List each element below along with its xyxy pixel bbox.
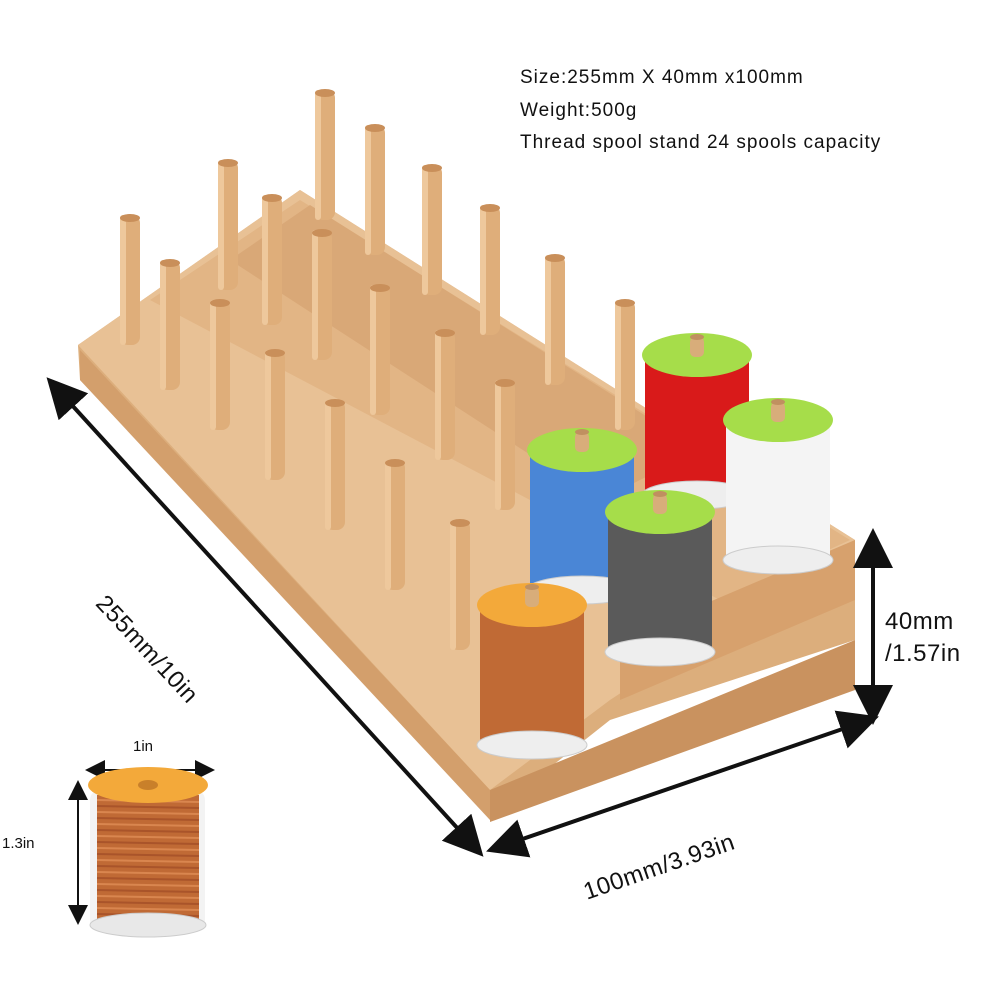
wire-winding bbox=[96, 895, 200, 899]
peg-tip bbox=[771, 402, 785, 422]
wire-winding bbox=[96, 877, 200, 881]
wire-winding bbox=[96, 811, 200, 815]
step-tier-2 bbox=[230, 205, 700, 500]
dowel-peg bbox=[210, 299, 230, 430]
peg-tip bbox=[653, 494, 667, 514]
weight-spec: Weight:500g bbox=[520, 100, 638, 121]
spool-diameter-label: 1in bbox=[133, 738, 154, 755]
wire-winding bbox=[96, 901, 200, 905]
dowel-peg bbox=[365, 124, 385, 255]
dowel-peg bbox=[160, 259, 180, 390]
dowel-peg bbox=[545, 254, 565, 385]
wire-winding bbox=[96, 907, 200, 911]
dowel-peg bbox=[370, 284, 390, 415]
wire-winding bbox=[96, 823, 200, 827]
width-arrow bbox=[486, 710, 879, 858]
dowel-peg bbox=[325, 399, 345, 530]
wire-winding bbox=[96, 817, 200, 821]
dowel-peg bbox=[495, 379, 515, 510]
dowel-peg bbox=[422, 164, 442, 295]
wire-winding bbox=[96, 889, 200, 893]
wire-winding bbox=[96, 859, 200, 863]
wire-winding bbox=[96, 865, 200, 869]
peg-tip bbox=[575, 432, 589, 452]
dowel-peg bbox=[218, 159, 238, 290]
dowel-peg bbox=[265, 349, 285, 480]
dimension-arrows bbox=[46, 377, 893, 925]
dowel-peg bbox=[480, 204, 500, 335]
length-arrow bbox=[46, 377, 484, 857]
white-thread-spool bbox=[722, 398, 834, 575]
gray-thread-spool bbox=[604, 490, 716, 667]
dowel-peg bbox=[615, 299, 635, 430]
wire-winding bbox=[96, 829, 200, 833]
dowel-peg bbox=[120, 214, 140, 345]
size-spec: Size:255mm X 40mm x100mm bbox=[520, 67, 804, 88]
copper-wire-spool bbox=[476, 583, 588, 760]
height-label-mm: 40mm bbox=[885, 608, 954, 635]
wire-winding bbox=[96, 835, 200, 839]
wire-winding bbox=[96, 871, 200, 875]
wire-winding bbox=[96, 841, 200, 845]
dowel-peg bbox=[450, 519, 470, 650]
wire-winding bbox=[96, 883, 200, 887]
dowel-peg bbox=[315, 89, 335, 220]
peg-tip bbox=[690, 337, 704, 357]
dowel-peg bbox=[312, 229, 332, 360]
height-label-in: /1.57in bbox=[885, 640, 961, 667]
wire-winding bbox=[96, 805, 200, 809]
wire-winding bbox=[96, 853, 200, 857]
peg-tip bbox=[525, 587, 539, 607]
dowel-peg bbox=[435, 329, 455, 460]
spool-height-label: 1.3in bbox=[2, 835, 35, 852]
dowel-peg bbox=[262, 194, 282, 325]
wire-winding bbox=[96, 847, 200, 851]
dowel-peg bbox=[385, 459, 405, 590]
detail-copper-spool bbox=[88, 767, 208, 938]
capacity-spec: Thread spool stand 24 spools capacity bbox=[520, 132, 882, 153]
